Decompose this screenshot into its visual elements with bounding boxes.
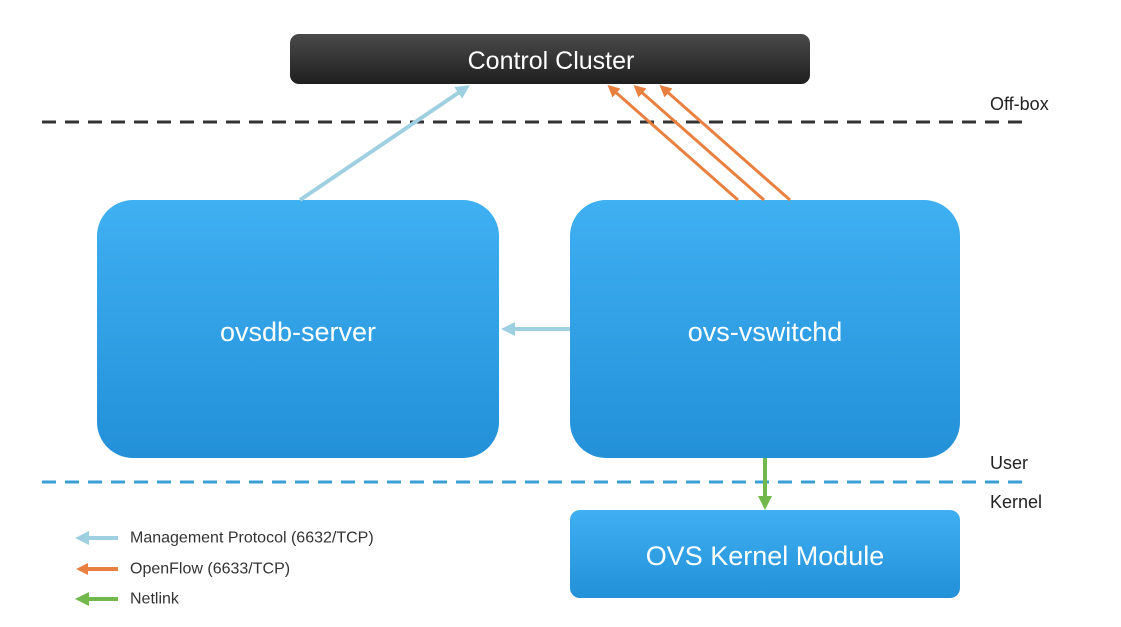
ovs-kernel-module-node: OVS Kernel Module: [570, 510, 960, 598]
layer-label-user: User: [990, 453, 1028, 473]
layer-label-kernel: Kernel: [990, 492, 1042, 512]
ovs-vswitchd-label: ovs-vswitchd: [688, 317, 843, 347]
control-cluster-node: Control Cluster: [290, 34, 810, 84]
legend-label-openflow: OpenFlow (6633/TCP): [130, 561, 290, 578]
legend: Management Protocol (6632/TCP) OpenFlow …: [75, 530, 374, 608]
control-cluster-label: Control Cluster: [468, 47, 635, 75]
openflow-arrow-2: [633, 85, 765, 202]
management-arrow-ovsdb-to-cluster: [298, 85, 470, 202]
openflow-arrow-1: [607, 85, 739, 202]
ovs-vswitchd-node: ovs-vswitchd: [570, 200, 960, 458]
legend-item-openflow: OpenFlow (6633/TCP): [76, 561, 290, 578]
ovs-kernel-module-label: OVS Kernel Module: [646, 541, 885, 571]
legend-item-netlink: Netlink: [75, 591, 180, 608]
layer-label-off-box: Off-box: [990, 94, 1049, 114]
legend-item-management: Management Protocol (6632/TCP): [75, 530, 374, 547]
legend-label-netlink: Netlink: [130, 591, 180, 608]
ovsdb-server-label: ovsdb-server: [220, 317, 376, 347]
openflow-arrow-3: [659, 85, 791, 202]
legend-label-management: Management Protocol (6632/TCP): [130, 530, 374, 547]
ovsdb-server-node: ovsdb-server: [97, 200, 499, 458]
